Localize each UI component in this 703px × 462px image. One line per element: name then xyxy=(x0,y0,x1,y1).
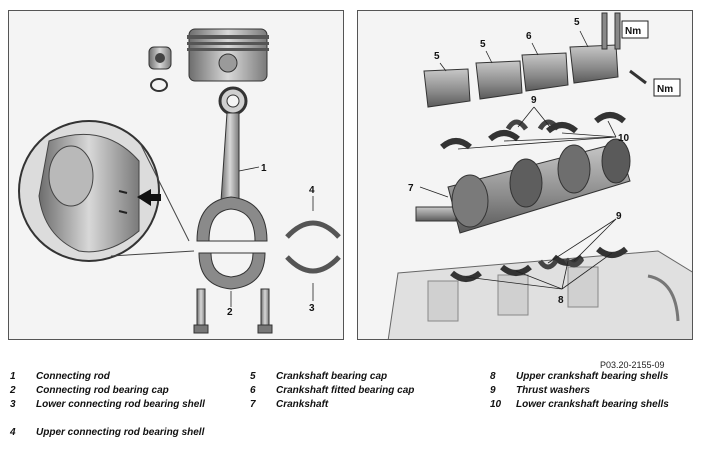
legend-text: Crankshaft xyxy=(276,399,329,410)
callout-10: 10 xyxy=(618,133,630,144)
callout-5b: 5 xyxy=(480,39,486,50)
callout-8: 8 xyxy=(558,295,564,306)
callout-2: 2 xyxy=(227,307,233,318)
legend-text: Upper crankshaft bearing shells xyxy=(516,371,669,382)
connecting-rod-cap-illustration xyxy=(198,252,266,290)
legend-num: 7 xyxy=(250,399,256,410)
callout-9-top: 9 xyxy=(531,95,537,106)
legend-text: Thrust washers xyxy=(516,385,590,396)
connecting-rod-bearing-shells-illustration xyxy=(285,220,341,274)
parts-legend: 1 Connecting rod 2 Connecting rod bearin… xyxy=(0,370,703,460)
legend-num: 1 xyxy=(10,371,16,382)
callout-3: 3 xyxy=(309,303,315,314)
torque-label-side: Nm xyxy=(657,84,673,95)
callout-1: 1 xyxy=(261,163,267,174)
cap-bolts-illustration xyxy=(601,12,647,85)
crankshaft-bearing-caps-illustration xyxy=(423,44,619,108)
piston-pin-illustration xyxy=(148,46,172,92)
piston-illustration xyxy=(187,28,269,82)
legend-text: Connecting rod bearing cap xyxy=(36,385,169,396)
torque-box-side xyxy=(653,78,681,97)
detail-zoom-circle xyxy=(18,120,195,262)
callout-7: 7 xyxy=(408,183,414,194)
callout-6: 6 xyxy=(526,31,532,42)
leader-lines-right xyxy=(419,30,617,290)
legend-text: Upper connecting rod bearing shell xyxy=(36,427,205,438)
bearing-shells-upper-row xyxy=(440,112,626,150)
callout-9-bottom: 9 xyxy=(616,211,622,222)
connecting-rod-exploded-view: 1 2 3 4 xyxy=(18,28,341,334)
left-illustration-panel: 1 2 3 4 xyxy=(8,10,344,340)
torque-label-top: Nm xyxy=(625,26,641,37)
crankshaft-exploded-view: Nm Nm xyxy=(387,12,692,339)
legend-num: 9 xyxy=(490,385,496,396)
engine-block-illustration xyxy=(387,250,692,339)
connecting-rod-bolts-illustration xyxy=(193,288,273,334)
legend-num: 2 xyxy=(10,385,16,396)
legend-num: 4 xyxy=(10,427,16,438)
legend-num: 6 xyxy=(250,385,256,396)
legend-text: Crankshaft bearing cap xyxy=(276,371,388,382)
callout-4: 4 xyxy=(309,185,315,196)
torque-box-top xyxy=(621,20,649,39)
crankshaft-illustration xyxy=(415,138,631,234)
figure-code: P03.20-2155-09 xyxy=(600,360,665,370)
legend-text: Crankshaft fitted bearing cap xyxy=(276,385,415,396)
leader-lines-left xyxy=(230,166,314,307)
legend-text: Lower connecting rod bearing shell xyxy=(36,399,205,410)
callout-5a: 5 xyxy=(434,51,440,62)
legend-num: 3 xyxy=(10,399,16,410)
legend-text: Lower crankshaft bearing shells xyxy=(516,399,669,410)
callout-5c: 5 xyxy=(574,17,580,28)
legend-num: 5 xyxy=(250,371,256,382)
legend-num: 8 xyxy=(490,371,496,382)
thrust-washers-lower xyxy=(537,257,585,270)
right-illustration-panel: Nm Nm xyxy=(357,10,693,340)
legend-text: Connecting rod xyxy=(36,371,110,382)
connecting-rod-illustration xyxy=(196,86,268,242)
legend-num: 10 xyxy=(490,399,502,410)
